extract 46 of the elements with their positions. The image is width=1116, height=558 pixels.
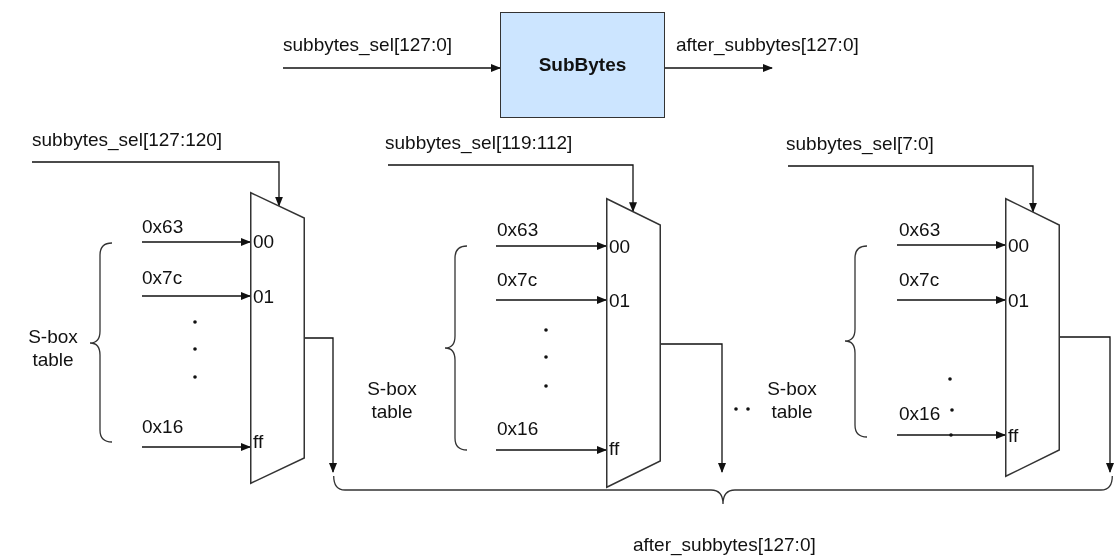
signal-label: 0x16 bbox=[899, 404, 941, 423]
signal-label: subbytes_sel[127:120] bbox=[32, 130, 223, 149]
signal-label: 0x63 bbox=[899, 220, 941, 239]
bus-label: after_subbytes[127:0] bbox=[633, 535, 816, 554]
signal-label: subbytes_sel[7:0] bbox=[786, 134, 934, 153]
arrow bbox=[1059, 336, 1114, 473]
signal-label: 0x7c bbox=[142, 268, 183, 287]
arrow bbox=[896, 431, 1006, 439]
port-label: 01 bbox=[609, 291, 631, 310]
block-box bbox=[500, 12, 665, 118]
arrow bbox=[896, 241, 1006, 249]
signal-label: 0x63 bbox=[142, 217, 184, 236]
signal-label: 0x16 bbox=[497, 419, 539, 438]
port-label: 01 bbox=[253, 287, 275, 306]
port-label: ff bbox=[253, 432, 264, 451]
signal-label: subbytes_sel[119:112] bbox=[385, 133, 573, 152]
signal-label: 0x63 bbox=[497, 220, 539, 239]
arrow bbox=[387, 164, 637, 213]
signal-label: 0x16 bbox=[142, 417, 184, 436]
port-label: 00 bbox=[1008, 236, 1030, 255]
table-label: S-box table bbox=[27, 326, 79, 372]
signal-label: after_subbytes[127:0] bbox=[676, 35, 859, 54]
arrow bbox=[664, 64, 773, 72]
arrow bbox=[141, 292, 251, 300]
port-label: ff bbox=[1008, 426, 1019, 445]
table-label: S-box table bbox=[366, 378, 418, 424]
arrow bbox=[495, 242, 607, 250]
arrow bbox=[141, 443, 251, 451]
arrow bbox=[660, 343, 726, 473]
port-label: 00 bbox=[253, 232, 275, 251]
port-label: 00 bbox=[609, 237, 631, 256]
arrow bbox=[495, 296, 607, 304]
arrow bbox=[495, 446, 607, 454]
arrow bbox=[141, 238, 251, 246]
arrow bbox=[31, 161, 283, 207]
signal-label: subbytes_sel[127:0] bbox=[283, 35, 452, 54]
arrow bbox=[896, 296, 1006, 304]
block-title: SubBytes bbox=[538, 54, 627, 76]
arrow bbox=[787, 165, 1037, 213]
signal-label: 0x7c bbox=[899, 270, 940, 289]
arrow bbox=[282, 64, 501, 72]
table-label: S-box table bbox=[766, 378, 818, 424]
port-label: ff bbox=[609, 439, 620, 458]
arrow bbox=[304, 337, 337, 473]
signal-label: 0x7c bbox=[497, 270, 538, 289]
port-label: 01 bbox=[1008, 291, 1030, 310]
